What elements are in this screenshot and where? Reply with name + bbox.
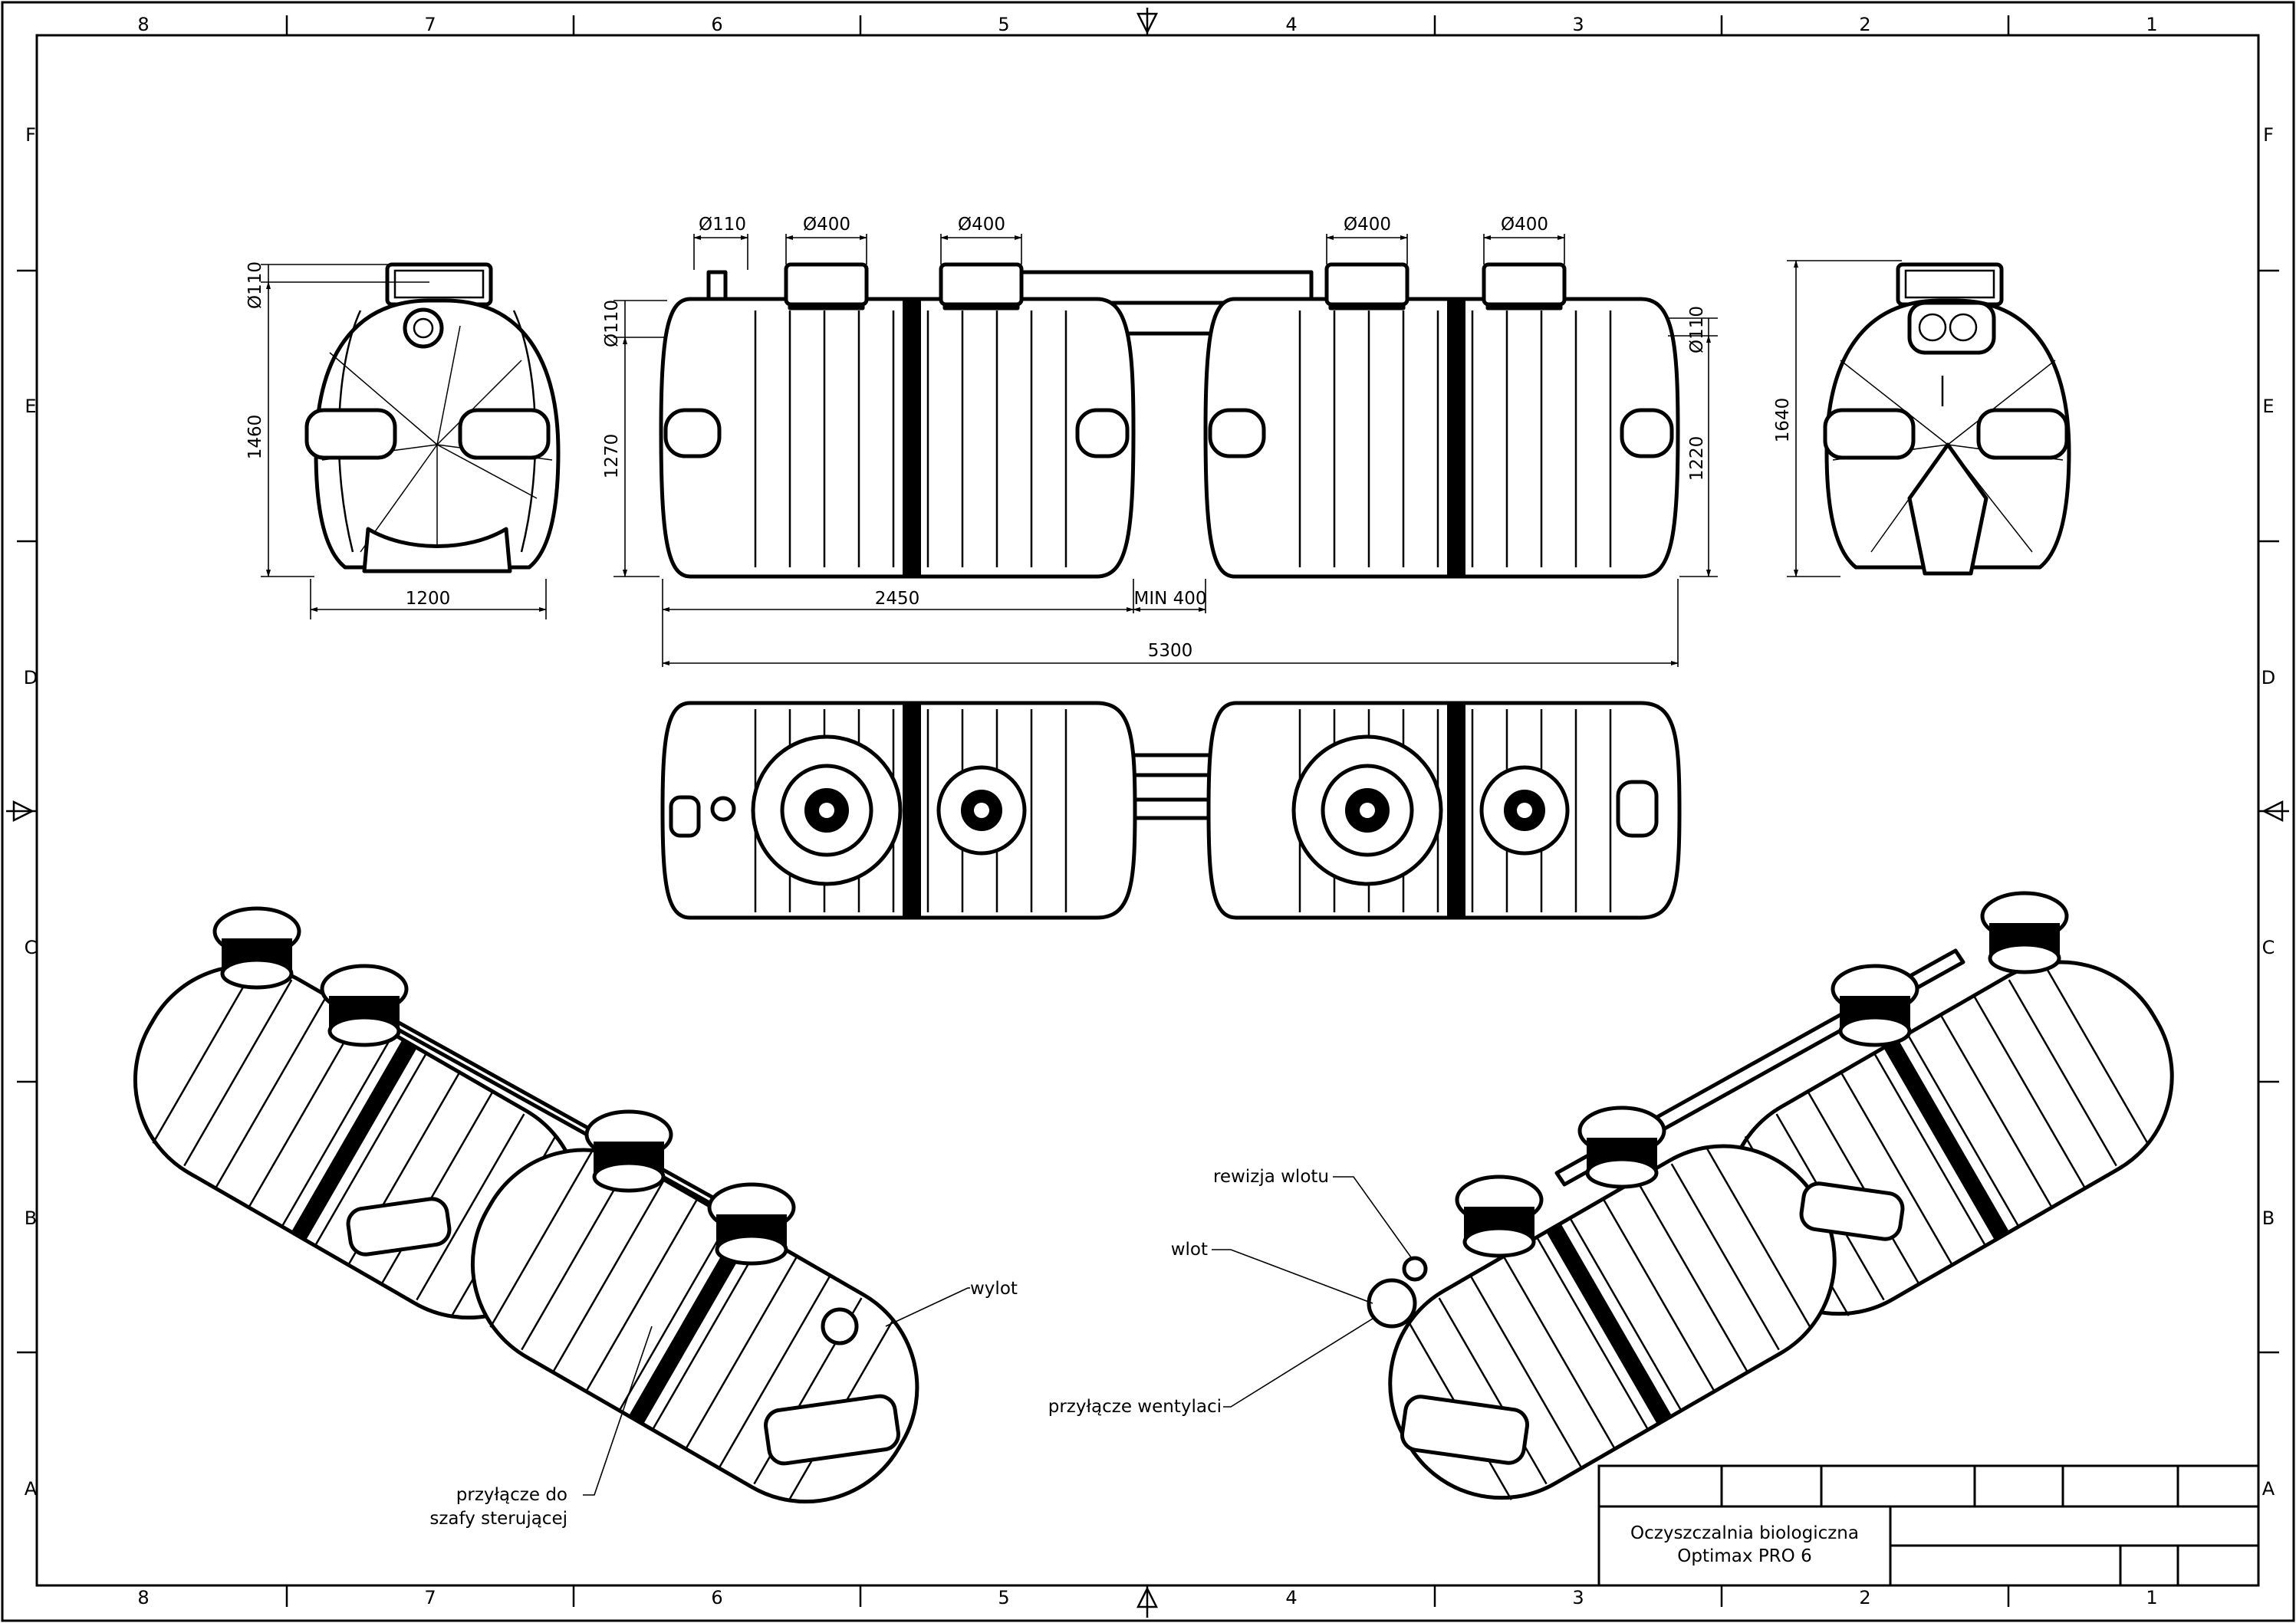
centre-mark-top — [1136, 12, 1159, 34]
row-label-left: C — [25, 937, 38, 958]
drawing-title: Oczyszczalnia biologiczna — [1630, 1523, 1859, 1543]
title-block — [1597, 1464, 2260, 1587]
dim-height-right: 1220 — [1687, 436, 1707, 481]
dim-height-left: 1270 — [602, 434, 622, 479]
dim-cover-1: Ø400 — [803, 215, 850, 235]
iso-cover — [1455, 1175, 1544, 1258]
callout-inlet-inspection: rewizja wlotu — [1213, 1167, 1329, 1187]
callout-control-cabinet-1: przyłącze do — [456, 1485, 567, 1505]
row-label-right: E — [2262, 396, 2274, 417]
row-label-right: B — [2262, 1207, 2275, 1229]
dim-tank-length: 2450 — [875, 589, 920, 609]
iso-cover — [1577, 1106, 1666, 1189]
col-label-bottom: 2 — [1859, 1587, 1870, 1608]
centre-mark-bottom — [1136, 1586, 1159, 1608]
dimension-labels: Ø110 1460 1200 Ø110 Ø400 Ø400 Ø400 Ø400 … — [245, 215, 1793, 661]
row-label-left: B — [25, 1207, 37, 1229]
dim-left-height: 1460 — [245, 415, 265, 460]
row-label-left: A — [25, 1478, 38, 1500]
row-label-right: D — [2261, 667, 2275, 688]
col-label-top: 5 — [998, 14, 1009, 35]
col-label-top: 8 — [137, 14, 149, 35]
callout-inlet: wlot — [1171, 1240, 1208, 1260]
col-label-bottom: 8 — [137, 1587, 149, 1608]
manhole-cover — [1479, 765, 1570, 856]
col-label-bottom: 5 — [998, 1587, 1009, 1608]
iso-cover — [707, 1182, 796, 1266]
dim-cover-2: Ø400 — [958, 215, 1005, 235]
centre-mark-right — [2261, 800, 2284, 823]
col-label-top: 1 — [2146, 14, 2157, 35]
callout-wylot: wylot — [970, 1279, 1018, 1299]
product-name: Optimax PRO 6 — [1677, 1546, 1812, 1566]
callout-control-cabinet-2: szafy sterującej — [429, 1509, 567, 1529]
row-label-left: E — [25, 396, 36, 417]
isometric-view-left — [133, 906, 919, 1504]
dimension-lines — [261, 234, 1902, 667]
dim-pipe-right: Ø110 — [1687, 306, 1707, 353]
callout-ventilation: przyłącze wentylaci — [1048, 1397, 1222, 1417]
col-label-bottom: 7 — [424, 1587, 436, 1608]
top-view — [660, 701, 1682, 920]
dim-total-length: 5300 — [1148, 641, 1193, 661]
col-label-top: 4 — [1285, 14, 1297, 35]
manhole-cover — [936, 765, 1027, 856]
row-label-right: C — [2262, 937, 2275, 958]
dim-inlet: Ø110 — [699, 215, 746, 235]
dim-right-height: 1640 — [1773, 398, 1793, 443]
left-end-view — [304, 262, 561, 573]
iso-cover — [212, 906, 301, 990]
col-label-bottom: 6 — [711, 1587, 722, 1608]
manhole-cover — [1291, 734, 1443, 886]
col-label-bottom: 3 — [1572, 1587, 1584, 1608]
col-label-bottom: 4 — [1285, 1587, 1297, 1608]
row-label-left: D — [24, 667, 38, 688]
iso-cover — [1980, 891, 2069, 974]
iso-cover — [584, 1109, 673, 1193]
centre-mark-left — [12, 800, 35, 823]
col-label-top: 7 — [424, 14, 436, 35]
dim-left-pipe: Ø110 — [245, 261, 265, 309]
dim-cover-4: Ø400 — [1501, 215, 1548, 235]
iso-cover — [1831, 964, 1919, 1047]
dim-min-gap: MIN 400 — [1133, 589, 1206, 609]
col-label-top: 3 — [1572, 14, 1584, 35]
dim-left-width: 1200 — [406, 589, 451, 609]
front-view — [659, 262, 1680, 579]
col-label-top: 6 — [711, 14, 722, 35]
callouts: wylot przyłącze do szafy sterującej rewi… — [429, 1167, 1412, 1529]
col-label-top: 2 — [1859, 14, 1870, 35]
row-label-left: F — [25, 124, 36, 146]
title-block-text: Oczyszczalnia biologiczna Optimax PRO 6 — [1599, 1522, 1890, 1568]
isometric-view-right — [1367, 891, 2174, 1500]
right-end-view — [1823, 262, 2071, 576]
row-label-right: A — [2262, 1478, 2275, 1500]
dim-cover-3: Ø400 — [1344, 215, 1391, 235]
dim-pipe-left: Ø110 — [602, 300, 622, 347]
row-label-right: F — [2263, 124, 2274, 146]
iso-cover — [320, 964, 409, 1047]
manhole-cover — [751, 734, 903, 886]
col-label-bottom: 1 — [2146, 1587, 2157, 1608]
